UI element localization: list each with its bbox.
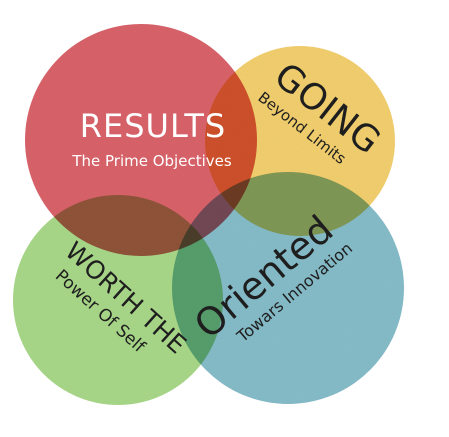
circle-red: [25, 24, 257, 256]
results-label-group: RESULTS The Prime Objectives: [71, 107, 232, 170]
circle-blue: [172, 172, 404, 404]
results-subtitle: The Prime Objectives: [71, 152, 232, 170]
results-title: RESULTS: [80, 107, 226, 145]
